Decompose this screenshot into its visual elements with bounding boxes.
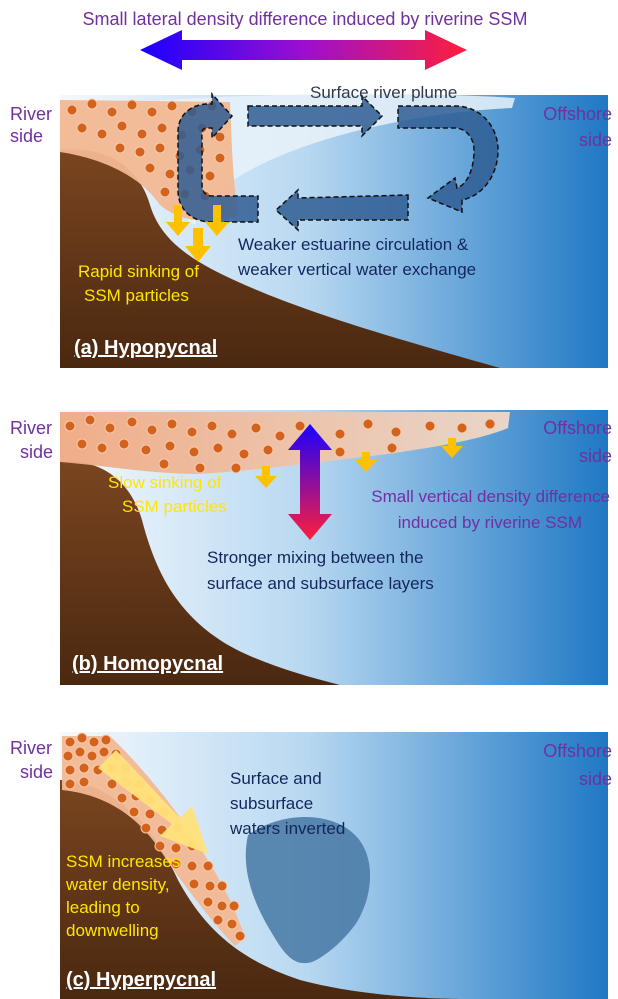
mixing-label-1: Stronger mixing between the (207, 548, 423, 567)
offshore-side-label: Offshore (543, 741, 612, 761)
panel-hyperpycnal: River side Offshore side Surface and subsur… (10, 732, 612, 999)
panel-title-a: (a) Hypopycnal (74, 337, 217, 359)
circulation-label-1: Weaker estuarine circulation & (238, 235, 469, 254)
offshore-side-label: Offshore (543, 104, 612, 124)
downwelling-label-1: SSM increases (66, 852, 180, 871)
sinking-label-2: SSM particles (84, 286, 189, 305)
top-caption: Small lateral density difference induced… (83, 9, 528, 29)
river-side-label-2: side (10, 126, 43, 146)
offshore-side-label-2: side (579, 446, 612, 466)
downwelling-label-4: downwelling (66, 921, 159, 940)
vertical-density-label-1: Small vertical density difference (371, 487, 610, 506)
inverted-label-2: subsurface (230, 794, 313, 813)
sinking-label-1: Slow sinking of (108, 473, 222, 492)
vertical-density-label-2: induced by riverine SSM (398, 513, 582, 532)
circulation-label-2: weaker vertical water exchange (237, 260, 476, 279)
panel-homopycnal: River side Offshore side Slow sinking of SS… (10, 410, 612, 685)
sinking-label-1: Rapid sinking of (78, 262, 199, 281)
panel-title-c: (c) Hyperpycnal (66, 969, 216, 991)
river-side-label: River (10, 418, 52, 438)
offshore-side-label-2: side (579, 769, 612, 789)
mixing-label-2: surface and subsurface layers (207, 574, 434, 593)
surface-plume-label: Surface river plume (310, 83, 457, 102)
offshore-side-label-2: side (579, 130, 612, 150)
lateral-density-arrow (140, 30, 467, 70)
downwelling-label-3: leading to (66, 898, 140, 917)
sinking-label-2: SSM particles (122, 497, 227, 516)
offshore-side-label: Offshore (543, 418, 612, 438)
river-side-label: River (10, 738, 52, 758)
downwelling-label-2: water density, (65, 875, 170, 894)
river-side-label-2: side (20, 762, 53, 782)
river-side-label-2: side (20, 442, 53, 462)
inverted-label-3: waters inverted (229, 819, 345, 838)
inverted-label-1: Surface and (230, 769, 322, 788)
river-side-label: River (10, 104, 52, 124)
panel-title-b: (b) Homopycnal (72, 653, 223, 675)
